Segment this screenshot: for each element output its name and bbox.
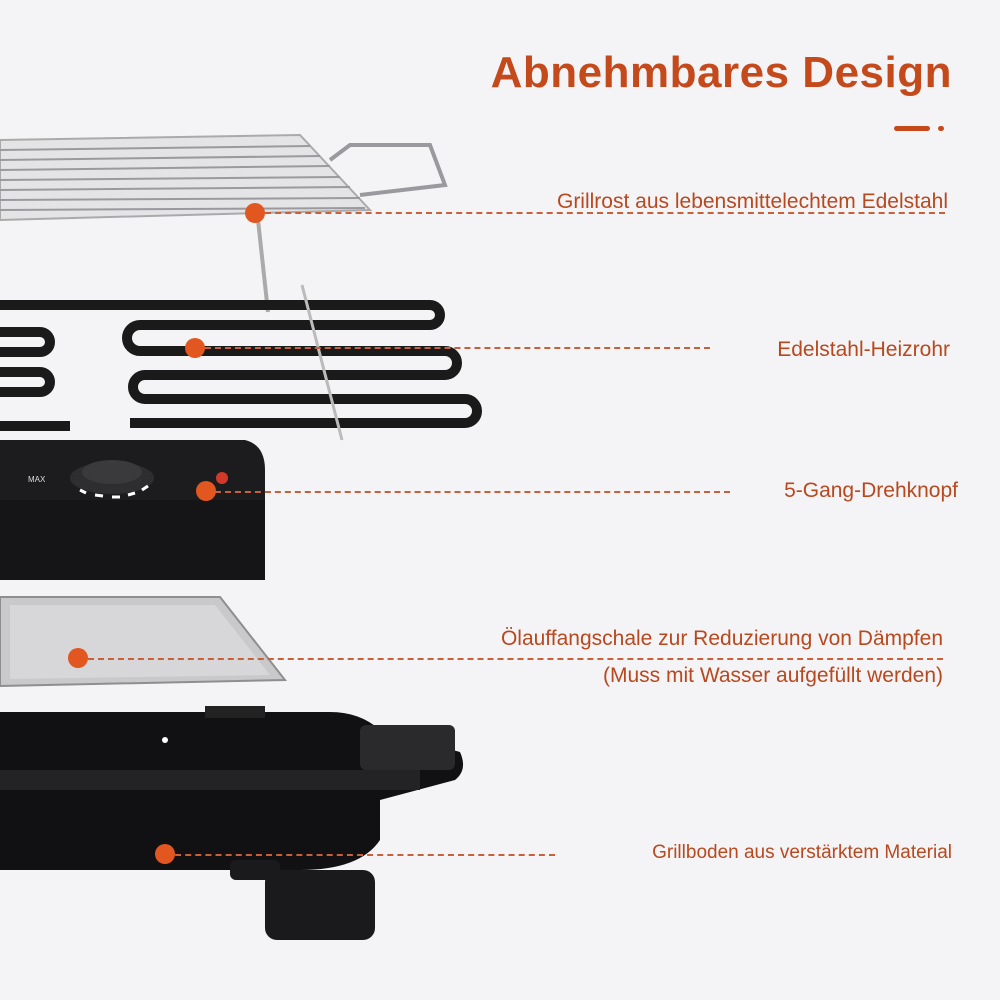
control-unit-image: MAX: [0, 440, 265, 580]
label-knob: 5-Gang-Drehknopf: [784, 479, 958, 502]
label-grill-rack: Grillrost aus lebensmittelechtem Edelsta…: [556, 190, 948, 213]
knob-max-label: MAX: [28, 475, 46, 484]
callout-dot-base: [155, 844, 175, 864]
label-drip-tray-note: (Muss mit Wasser aufgefüllt werden): [603, 664, 943, 687]
callout-dot-grill-rack: [245, 203, 265, 223]
callout-line-heating-tube: [195, 347, 710, 349]
grill-rack-image: [0, 133, 448, 313]
label-drip-tray: Ölauffangschale zur Reduzierung von Dämp…: [500, 627, 943, 650]
title-underline-decoration: [894, 126, 948, 132]
callout-line-drip-tray: [78, 658, 943, 660]
page-title: Abnehmbares Design: [490, 48, 952, 97]
callout-dot-heating-tube: [185, 338, 205, 358]
callout-line-knob: [205, 491, 730, 493]
callout-dot-knob: [196, 481, 216, 501]
label-base: Grillboden aus verstärktem Material: [652, 842, 952, 863]
grill-base-image: [0, 706, 464, 940]
label-heating-tube: Edelstahl-Heizrohr: [777, 338, 950, 361]
callout-dot-drip-tray: [68, 648, 88, 668]
callout-line-base: [165, 854, 555, 856]
heating-tube-image: [0, 300, 482, 431]
drip-tray-image: [0, 596, 288, 688]
callout-line-grill-rack: [255, 212, 945, 214]
